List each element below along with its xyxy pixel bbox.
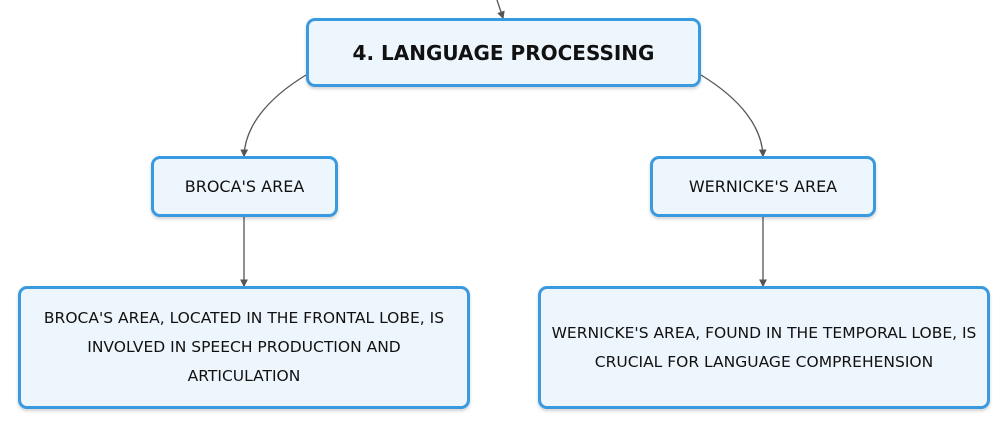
root-node-label: 4. LANGUAGE PROCESSING xyxy=(352,40,655,65)
connector-root-to-broca xyxy=(240,74,307,158)
incoming-connector-line xyxy=(496,0,505,20)
broca-area-node[interactable]: BROCA'S AREA xyxy=(151,156,338,217)
wernicke-area-node[interactable]: WERNICKE'S AREA xyxy=(650,156,876,217)
wernicke-area-label: WERNICKE'S AREA xyxy=(688,177,838,196)
broca-area-detail-text: BROCA'S AREA, LOCATED IN THE FRONTAL LOB… xyxy=(43,309,445,385)
wernicke-area-detail-text: WERNICKE'S AREA, FOUND IN THE TEMPORAL L… xyxy=(551,323,977,371)
connector-root-to-wernicke xyxy=(700,74,767,158)
broca-area-detail-node[interactable]: BROCA'S AREA, LOCATED IN THE FRONTAL LOB… xyxy=(18,286,470,409)
broca-area-label: BROCA'S AREA xyxy=(184,177,305,196)
root-node[interactable]: 4. LANGUAGE PROCESSING xyxy=(306,18,701,87)
wernicke-area-detail-node[interactable]: WERNICKE'S AREA, FOUND IN THE TEMPORAL L… xyxy=(538,286,990,409)
